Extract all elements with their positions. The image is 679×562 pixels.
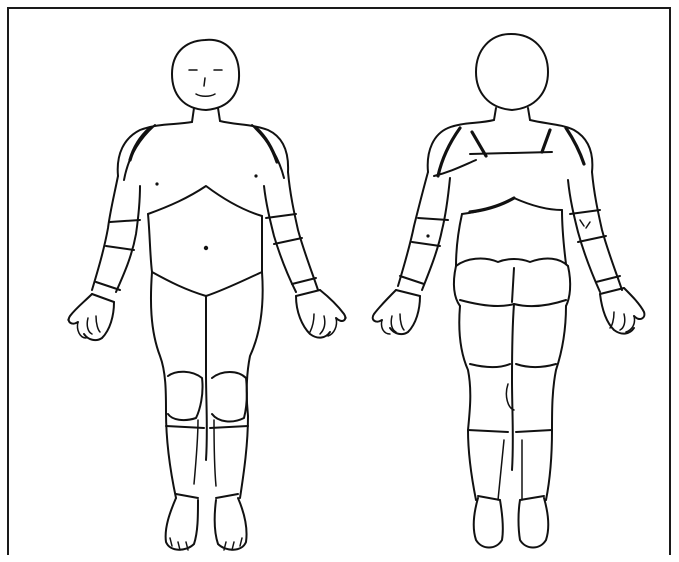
front-legs [151, 272, 263, 498]
front-head [172, 40, 239, 110]
back-neck-right [528, 108, 530, 120]
back-left-arm [373, 172, 450, 334]
back-body-figure [373, 34, 645, 548]
front-body-figure [68, 40, 346, 550]
front-right-arm [264, 172, 346, 338]
back-legs [459, 304, 566, 500]
front-feet [166, 498, 247, 550]
back-feet [474, 498, 548, 548]
front-neck-left [192, 108, 194, 122]
front-torso [118, 121, 288, 296]
front-left-arm [68, 176, 140, 340]
back-right-arm [568, 172, 644, 334]
back-torso [428, 120, 593, 306]
front-neck-right [218, 108, 220, 121]
back-head [476, 34, 548, 110]
back-neck-left [494, 108, 496, 120]
